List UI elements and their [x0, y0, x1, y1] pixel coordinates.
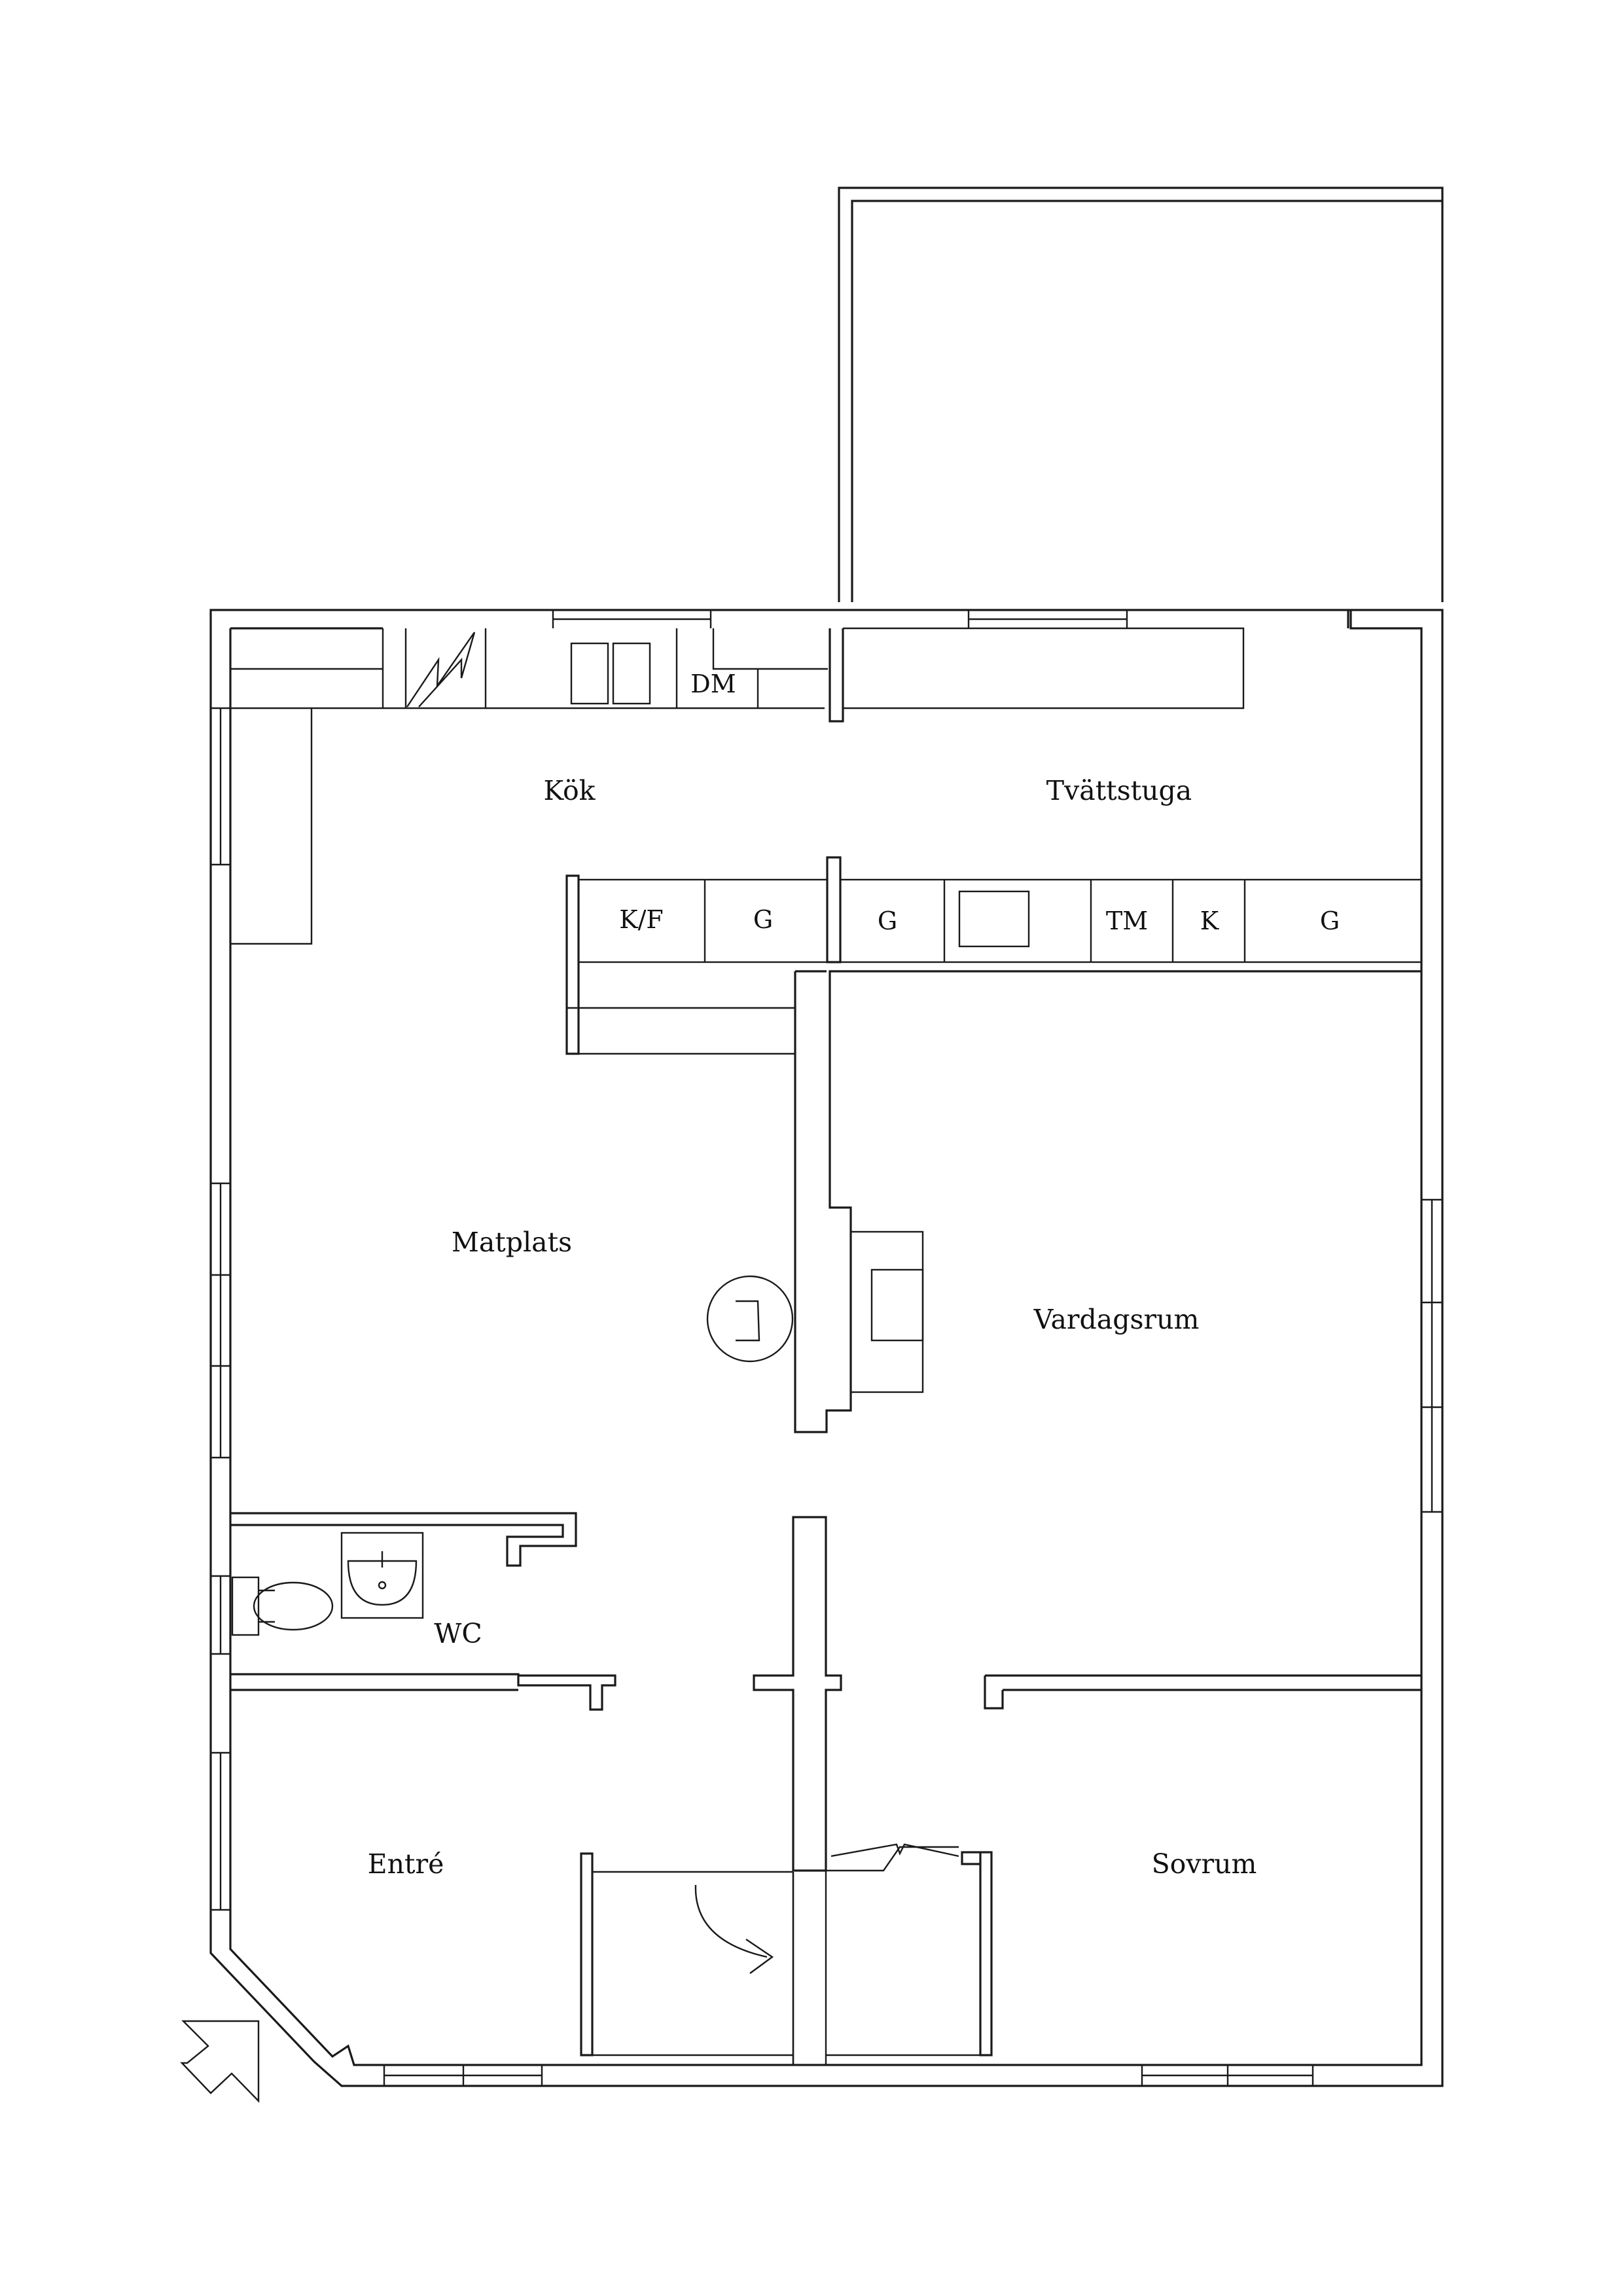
island-counter-kitchen: [565, 874, 829, 1055]
room-label-kok: Kök: [543, 775, 596, 806]
toilet-tank: [231, 1576, 260, 1636]
laundry-counter-top: [843, 627, 1245, 709]
fixture-label-g-laundry-left: G: [878, 906, 897, 935]
exterior-walls: [209, 609, 1444, 2087]
room-label-tvattstuga: Tvättstuga: [1046, 775, 1192, 806]
wc-sink-cabinet: [340, 1532, 424, 1619]
entrance-arrow-icon: [180, 2020, 260, 2103]
partition-top: [829, 628, 844, 723]
fixture-label-tm: TM: [1106, 906, 1148, 935]
room-label-wc: WC: [434, 1618, 482, 1649]
fireplace-box: [870, 1268, 924, 1342]
laundry-sink: [958, 890, 1030, 948]
fixture-label-k: K: [1200, 906, 1219, 935]
windows: [211, 610, 1442, 2086]
room-label-sovrum: Sovrum: [1152, 1848, 1257, 1880]
hall-walls: [580, 1516, 1421, 2065]
kitchen-sink-basin-left: [570, 642, 609, 705]
door-swing: [694, 1884, 768, 1958]
fixture-label-kf: K/F: [619, 905, 664, 934]
wc-room: [230, 1512, 616, 1711]
fixture-label-g-laundry-right: G: [1320, 906, 1340, 935]
room-label-matplats: Matplats: [452, 1227, 572, 1258]
room-label-vardagsrum: Vardagsrum: [1033, 1304, 1200, 1335]
fireplace: [849, 1230, 924, 1393]
terrace: [838, 187, 1444, 602]
electric-symbol: [406, 632, 476, 708]
fixture-label-dm: DM: [690, 670, 736, 698]
fixture-label-g-kitchen: G: [753, 905, 773, 934]
toilet-bowl: [253, 1581, 334, 1631]
kitchen-sink-basin-right: [612, 642, 651, 705]
island-counter-laundry: [839, 878, 1423, 963]
wc-sink-bowl: [347, 1560, 418, 1606]
room-label-entre: Entré: [368, 1848, 444, 1880]
central-wall: [706, 970, 1421, 1433]
kitchen-counter-top: [230, 628, 828, 945]
round-stove: [706, 1275, 794, 1363]
island-partition: [826, 856, 842, 963]
